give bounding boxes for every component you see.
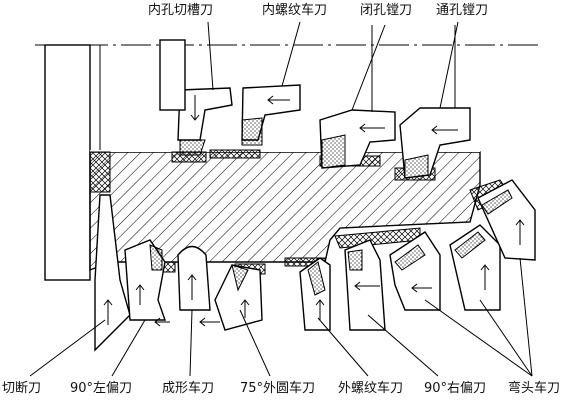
thread-zone xyxy=(209,149,261,159)
label-left-90: 90°左偏刀 xyxy=(70,381,133,396)
round75-tool xyxy=(214,264,263,331)
label-outer-thread: 外螺纹车刀 xyxy=(338,381,404,396)
cutoff-zone xyxy=(89,151,111,193)
leader-bent-1 xyxy=(424,299,533,377)
label-right-90: 90°右偏刀 xyxy=(424,381,487,396)
leader-left90 xyxy=(111,319,146,377)
leader-bent-3 xyxy=(519,257,533,377)
label-bent-head: 弯头车刀 xyxy=(508,381,561,396)
leader-throughbore xyxy=(439,21,459,109)
label-forming: 成形车刀 xyxy=(162,381,215,396)
label-blind-bore: 闭孔镗刀 xyxy=(360,3,413,18)
label-inner-thread: 内螺纹车刀 xyxy=(262,3,328,18)
chuck-jaw xyxy=(44,44,91,281)
leader-forming xyxy=(189,309,193,377)
bent-tool-1 xyxy=(389,231,441,311)
leader-round75 xyxy=(239,309,271,377)
cutoff-tool xyxy=(94,194,131,352)
leader-innergroove xyxy=(207,21,214,91)
leader-cutoff xyxy=(29,319,106,377)
label-inner-groove: 内孔切槽刀 xyxy=(148,3,214,18)
label-cutoff: 切断刀 xyxy=(2,381,42,396)
label-round-75: 75°外圆车刀 xyxy=(240,381,316,396)
leader-right90 xyxy=(367,314,439,377)
leader-outerthread xyxy=(317,317,369,377)
leader-innerthread xyxy=(281,21,301,87)
label-through-bore: 通孔镗刀 xyxy=(436,3,489,18)
leader-blindbore xyxy=(351,24,386,111)
leader-bent-2 xyxy=(479,299,533,377)
innergroove-tool xyxy=(177,87,233,141)
